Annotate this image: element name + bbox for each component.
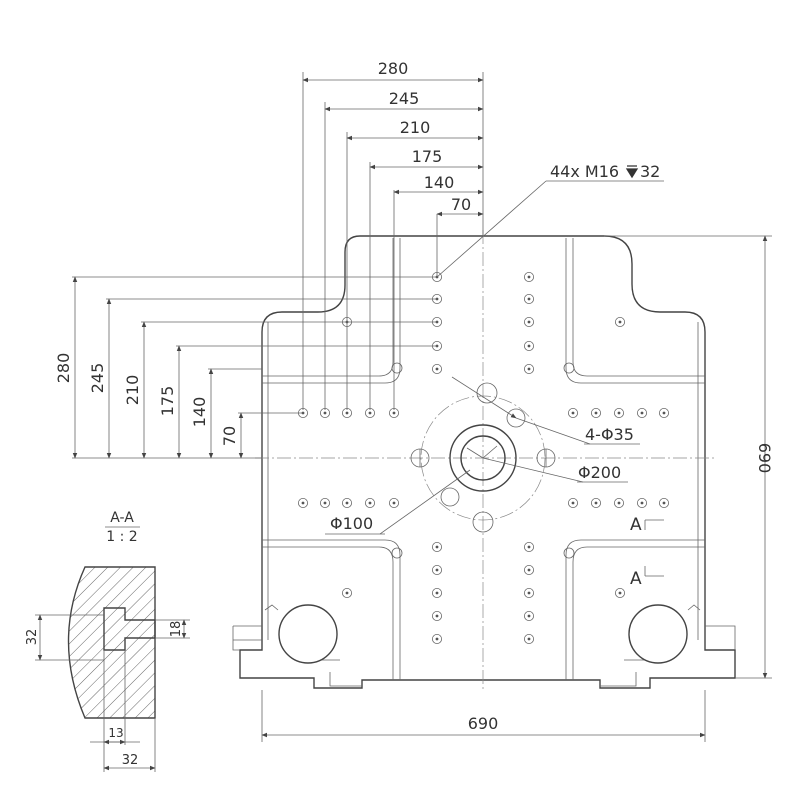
centerlines (255, 230, 715, 690)
callout-tapped-holes: 44x M16 32 (436, 162, 664, 278)
callout-bolt-holes: 4-Φ35 (451, 376, 640, 445)
section-dim-32-left: 32 (25, 629, 40, 646)
dim-left-70: 70 (220, 426, 239, 446)
t-slots (262, 238, 705, 687)
tapped-hole-center (435, 591, 439, 595)
tapped-hole-center (435, 545, 439, 549)
tapped-hole-center (527, 545, 531, 549)
tapped-hole-center (527, 344, 531, 348)
section-marker-lower: A (630, 566, 664, 589)
tapped-hole-center (323, 501, 327, 505)
dim-left-140: 140 (190, 397, 209, 428)
tapped-hole-center (618, 591, 622, 595)
dim-top-70: 70 (451, 195, 471, 214)
section-hatch (68, 567, 155, 718)
section-title: A-A (110, 510, 134, 526)
tapped-hole-center (594, 501, 598, 505)
tapped-hole-center (435, 614, 439, 618)
tapped-hole-center (435, 367, 439, 371)
dim-height-690: 690 (755, 443, 774, 474)
tapped-hole-center (527, 614, 531, 618)
callout-bolt-holes-text: 4-Φ35 (585, 425, 634, 444)
dim-left-280: 280 (54, 353, 73, 384)
tapped-hole-center (571, 501, 575, 505)
dim-top-175: 175 (412, 147, 443, 166)
tapped-hole-center (527, 568, 531, 572)
tapped-hole-center (617, 411, 621, 415)
dim-width-690: 690 (468, 714, 499, 733)
callout-tapped-depth: 32 (640, 162, 660, 181)
tapped-hole-center (323, 411, 327, 415)
section-marker-upper: A (630, 515, 664, 535)
tapped-hole-center (662, 411, 666, 415)
callout-center-bore: Φ100 (325, 469, 471, 535)
tapped-hole-center (435, 637, 439, 641)
section-outline (67, 566, 156, 719)
tapped-hole-center (527, 320, 531, 324)
tapped-hole-center (527, 591, 531, 595)
dim-left-245: 245 (88, 363, 107, 394)
tapped-hole-center (527, 275, 531, 279)
dim-top-245: 245 (389, 89, 420, 108)
section-dim-32-bottom: 32 (122, 753, 139, 768)
dim-top-140: 140 (424, 173, 455, 192)
bolt-holes-35 (410, 382, 556, 533)
platen-outline (232, 235, 736, 689)
tapped-hole-center (571, 411, 575, 415)
tapped-hole-center (368, 411, 372, 415)
callout-tapped-holes-text: 44x M16 (550, 162, 619, 181)
depth-symbol-icon (625, 165, 639, 179)
tapped-hole-center (392, 501, 396, 505)
dim-top-210: 210 (400, 118, 431, 137)
callout-pitch-circle: Φ200 (482, 457, 628, 483)
callout-center-bore-text: Φ100 (330, 514, 373, 533)
tapped-hole-center (301, 501, 305, 505)
tapped-hole-center (435, 568, 439, 572)
tapped-hole-center (345, 411, 349, 415)
tapped-hole-center (594, 411, 598, 415)
tapped-hole-center (662, 501, 666, 505)
tapped-hole-center (640, 411, 644, 415)
tapped-hole-center (392, 411, 396, 415)
section-view: A-A 1 : 2 32 18 13 32 (25, 510, 190, 772)
tie-bar-clearances (264, 604, 701, 664)
section-marker-upper-letter: A (630, 515, 642, 535)
tapped-holes-m16 (297, 271, 670, 645)
section-scale: 1 : 2 (106, 529, 137, 545)
tapped-hole-center (345, 501, 349, 505)
tapped-hole-center (527, 367, 531, 371)
overall-dimensions: 690 690 (261, 235, 774, 742)
tapped-hole-center (640, 501, 644, 505)
center-bore (449, 424, 517, 492)
section-marker-lower-letter: A (630, 569, 642, 589)
top-dimensions: 280 245 210 175 140 70 (302, 59, 484, 410)
tapped-hole-center (617, 501, 621, 505)
left-dimensions: 280 245 210 175 140 70 (54, 276, 437, 459)
tapped-hole-center (345, 591, 349, 595)
tapped-hole-center (368, 501, 372, 505)
callout-pitch-circle-text: Φ200 (578, 463, 621, 482)
section-dim-13: 13 (108, 726, 123, 740)
tapped-hole-center (527, 297, 531, 301)
tapped-hole-center (618, 320, 622, 324)
dim-left-175: 175 (158, 386, 177, 417)
tapped-hole-center (527, 637, 531, 641)
dim-top-280: 280 (378, 59, 409, 78)
dim-left-210: 210 (123, 375, 142, 406)
section-dim-18: 18 (169, 621, 184, 638)
